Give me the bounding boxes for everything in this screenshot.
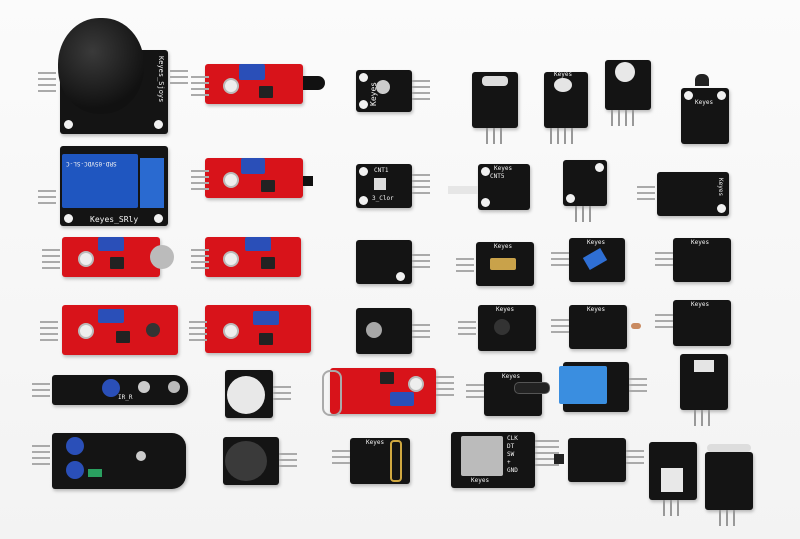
photo-interrupter-module (649, 442, 697, 516)
rgb-led-module: Keyes (356, 70, 430, 112)
relay-terminal (140, 158, 164, 208)
light-cup-module-1: Keyes (544, 72, 588, 144)
passive-buzzer-module (223, 437, 297, 485)
ball-switch-module (705, 444, 753, 526)
dht11-module (559, 362, 647, 412)
ir-receiver-module: Keyes (655, 300, 731, 346)
analog-temperature-module: Keyes (655, 238, 731, 282)
rotary-encoder-module: CLK DT SW + GND Keyes (451, 432, 559, 488)
obstacle-avoidance-module (32, 433, 186, 489)
reed-switch-red-module (322, 368, 454, 416)
temp-18b20-module: Keyes (681, 74, 729, 144)
digital-temperature-module (189, 305, 311, 353)
knock-module: Keyes (466, 372, 550, 416)
mercury-tilt-module (472, 72, 518, 144)
flash-led-module (680, 354, 728, 426)
two-color-led-5mm-module (356, 308, 430, 354)
smd-rgb-module: CNT1 3_Clor (356, 164, 430, 208)
active-buzzer-module (225, 370, 291, 418)
two-color-led-3mm-module (356, 240, 430, 284)
relay-body: SRD-05VDC-SL-C (62, 154, 138, 208)
relay-label: Keyes_SRly (90, 215, 139, 224)
flame-ir-receiver (303, 76, 325, 90)
dht11-sensor (559, 366, 607, 404)
magic-light-cup-module (563, 160, 607, 222)
laser-module: Keyes (456, 242, 534, 286)
microphone (150, 245, 174, 269)
photoresistor-module: Keyes (551, 305, 641, 349)
tracking-module: IR_R (32, 375, 188, 405)
joystick-cap (58, 18, 144, 114)
two-color-led-module: Keyes CNT5 (448, 164, 530, 210)
hall-linear-module (191, 158, 313, 198)
encoder-knob (461, 436, 503, 476)
small-sound-module (40, 305, 178, 355)
hall-magnetic-module (554, 438, 644, 482)
ir-transmitter-module: Keyes (637, 172, 729, 216)
light-cup-module-2 (605, 60, 651, 126)
joystick-module: Keyes_Sjoys (38, 18, 188, 134)
joystick-label: Keyes_Sjoys (157, 56, 165, 103)
big-sound-module (42, 237, 174, 277)
button-module: Keyes (458, 305, 536, 351)
relay-module: SRD-05VDC-SL-C Keyes_SRly (38, 146, 168, 226)
flame-sensor-module (191, 64, 325, 104)
ir-receiver-red-module (191, 237, 301, 277)
tilt-switch-module: Keyes (551, 238, 625, 282)
magic-cup-module: Keyes (332, 438, 410, 484)
